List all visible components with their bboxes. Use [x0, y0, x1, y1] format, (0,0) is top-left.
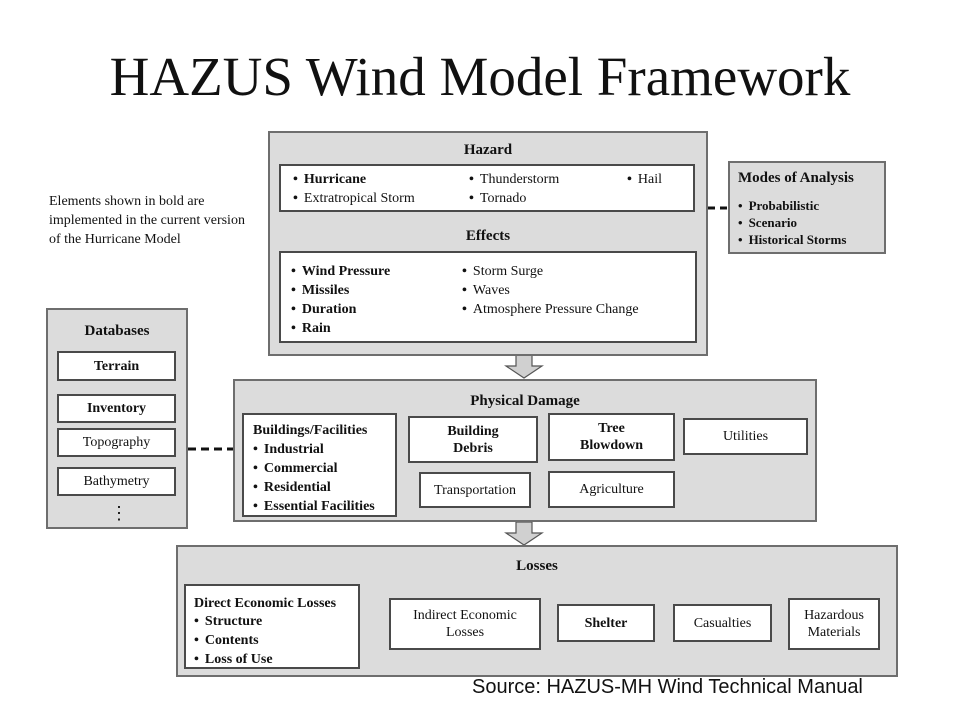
bold-legend-note: Elements shown in bold are implemented i…	[49, 194, 245, 247]
effects-box: Wind Pressure Missiles Duration Rain Sto…	[279, 251, 697, 343]
effects-item-wind-pressure: Wind Pressure	[291, 262, 390, 281]
source-caption: Source: HAZUS-MH Wind Technical Manual	[472, 676, 863, 698]
effects-header: Effects	[465, 228, 511, 244]
hazard-box: Hurricane Extratropical Storm Thundersto…	[279, 164, 695, 212]
building-debris-box: Building Debris	[408, 416, 538, 463]
modes-header: Modes of Analysis	[738, 170, 854, 186]
buildings-item-residential: Residential	[253, 478, 375, 497]
effects-item-waves: Waves	[462, 281, 639, 300]
buildings-item-industrial: Industrial	[253, 440, 375, 459]
losses-header: Losses	[516, 558, 558, 574]
hazard-item-extratropical-storm: Extratropical Storm	[293, 189, 415, 208]
hazard-col1: Hurricane Extratropical Storm	[293, 170, 415, 208]
tree-blowdown-box: Tree Blowdown	[548, 413, 675, 461]
buildings-facilities-list: Industrial Commercial Residential Essent…	[253, 440, 375, 516]
casualties-box: Casualties	[673, 604, 772, 642]
database-topography: Topography	[57, 428, 176, 457]
effects-item-rain: Rain	[291, 319, 390, 338]
agriculture-box: Agriculture	[548, 471, 675, 508]
effects-item-missiles: Missiles	[291, 281, 390, 300]
transportation-box: Transportation	[419, 472, 531, 508]
hazard-item-hurricane: Hurricane	[293, 170, 415, 189]
buildings-item-commercial: Commercial	[253, 459, 375, 478]
direct-item-contents: Contents	[194, 631, 273, 650]
hazard-header: Hazard	[463, 142, 513, 158]
buildings-facilities-header: Buildings/Facilities	[253, 423, 368, 438]
effects-col1: Wind Pressure Missiles Duration Rain	[291, 262, 390, 338]
modes-list: Probabilistic Scenario Historical Storms	[738, 197, 847, 248]
modes-item-scenario: Scenario	[738, 214, 846, 231]
modes-item-historical-storms: Historical Storms	[738, 231, 847, 248]
direct-economic-losses-box: Direct Economic Losses Structure Content…	[184, 584, 360, 669]
effects-item-atmosphere-pressure-change: Atmosphere Pressure Change	[462, 300, 639, 319]
database-inventory: Inventory	[57, 394, 176, 423]
shelter-box: Shelter	[557, 604, 655, 642]
hazard-col3: Hail	[627, 170, 662, 189]
hazardous-materials-box: Hazardous Materials	[788, 598, 880, 650]
effects-item-storm-surge: Storm Surge	[462, 262, 639, 281]
hazard-item-thunderstorm: Thunderstorm	[469, 170, 559, 189]
hazard-col2: Thunderstorm Tornado	[469, 170, 559, 208]
effects-item-duration: Duration	[291, 300, 390, 319]
arrow-hazard-to-damage	[504, 354, 544, 379]
buildings-item-essential-facilities: Essential Facilities	[253, 497, 375, 516]
direct-item-loss-of-use: Loss of Use	[194, 650, 273, 669]
databases-header: Databases	[84, 323, 150, 339]
effects-col2: Storm Surge Waves Atmosphere Pressure Ch…	[462, 262, 639, 319]
hazard-item-tornado: Tornado	[469, 189, 559, 208]
database-bathymetry: Bathymetry	[57, 467, 176, 496]
database-terrain: Terrain	[57, 351, 176, 381]
modes-of-analysis-panel: Modes of Analysis Probabilistic Scenario…	[728, 161, 886, 254]
indirect-economic-losses-box: Indirect Economic Losses	[389, 598, 541, 650]
utilities-box: Utilities	[683, 418, 808, 455]
hazard-item-hail: Hail	[627, 170, 662, 189]
modes-item-probabilistic: Probabilistic	[738, 197, 846, 214]
page-title: HAZUS Wind Model Framework	[109, 46, 851, 107]
buildings-facilities-box: Buildings/Facilities Industrial Commerci…	[242, 413, 397, 517]
direct-economic-losses-header: Direct Economic Losses	[194, 596, 337, 611]
direct-item-structure: Structure	[194, 612, 273, 631]
physical-damage-header: Physical Damage	[470, 393, 580, 409]
databases-ellipsis: ⋮	[110, 503, 128, 523]
arrow-damage-to-losses	[504, 521, 544, 546]
direct-economic-losses-list: Structure Contents Loss of Use	[194, 612, 273, 669]
